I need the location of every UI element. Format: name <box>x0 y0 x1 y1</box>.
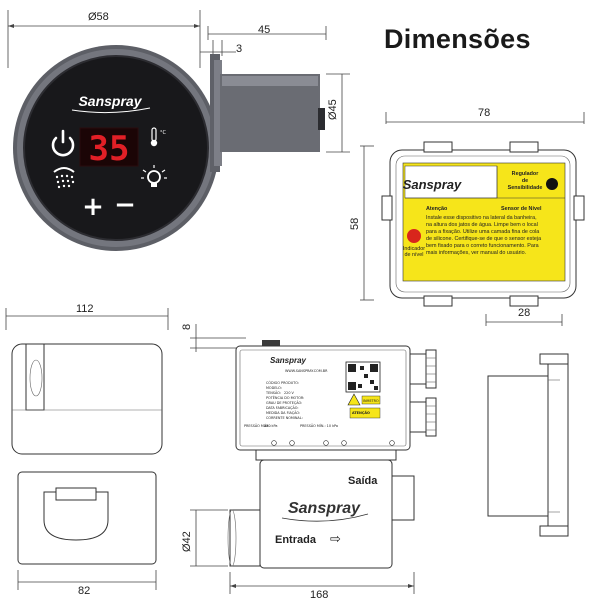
svg-text:°C: °C <box>160 130 167 136</box>
panel-front-view: Ø58 Sanspray 35 °C <box>7 10 219 251</box>
svg-text:para a fixação. Utilize uma ca: para a fixação. Utilize uma camada fina … <box>426 229 539 235</box>
sensitivity-regulator[interactable] <box>546 178 558 190</box>
dim-pump-top: 8 <box>181 324 193 330</box>
sensor-brand-logo: Sanspray <box>403 177 462 192</box>
dim-panel-diameter: Ø58 <box>88 11 109 23</box>
jets-icon[interactable] <box>53 167 75 189</box>
dim-panel-body-diameter: Ø45 <box>327 99 339 120</box>
sensor-title: Sensor de Nível <box>501 206 542 212</box>
svg-text:de silicone. Certifique-se de: de silicone. Certifique-se de que o sens… <box>426 236 541 242</box>
svg-text:DATA FABRICAÇÃO:: DATA FABRICAÇÃO: <box>266 405 298 410</box>
pump-main-view: 8 Sanspray WWW.SANSPRAY.COM.BR CÓDIGO PR… <box>181 324 437 600</box>
dim-sensor-depth: 28 <box>518 307 530 319</box>
panel-brand-logo: Sanspray <box>78 93 142 109</box>
dim-pump-height: 112 <box>76 303 94 315</box>
sensor-box-view: 78 58 Sanspray Regulador de Sensibilidad… <box>349 107 585 307</box>
svg-text:Indicador: Indicador <box>403 246 425 252</box>
dim-pump-width: 82 <box>78 585 90 597</box>
svg-text:Instale esse dispositivo na la: Instale esse dispositivo na lateral da b… <box>426 215 537 221</box>
svg-text:300 kPa: 300 kPa <box>264 424 277 428</box>
svg-text:de nível: de nível <box>405 252 424 258</box>
svg-text:CÓDIGO PRODUTO:: CÓDIGO PRODUTO: <box>266 380 299 385</box>
cable-glands <box>409 349 437 437</box>
dim-sensor-height: 58 <box>349 218 361 230</box>
page-title: Dimensões <box>384 24 531 54</box>
dim-panel-depth: 45 <box>258 24 270 36</box>
svg-text:PRESSÃO MÁX.:: PRESSÃO MÁX.: <box>244 423 271 428</box>
temperature-display <box>79 127 139 167</box>
svg-text:mais informações, ver manual d: mais informações, ver manual do usuário. <box>426 250 526 256</box>
sensor-side-view: 28 <box>485 307 569 537</box>
svg-text:GRAU DE PROTEÇÃO:: GRAU DE PROTEÇÃO: <box>266 400 302 405</box>
svg-text:220 V: 220 V <box>284 391 295 395</box>
instructions-text: Instale esse dispositivo na lateral da b… <box>426 215 541 256</box>
svg-text:INMETRO: INMETRO <box>363 399 379 403</box>
svg-text:PRESSÃO MÍN.: 10 kPa: PRESSÃO MÍN.: 10 kPa <box>300 423 338 428</box>
dim-panel-flange: 3 <box>236 43 242 55</box>
svg-text:Sensibilidade: Sensibilidade <box>508 185 543 191</box>
pump-top-brand: Sanspray <box>270 356 307 365</box>
product-label: CÓDIGO PRODUTO: MODELO: TENSÃO: 220 V PO… <box>244 380 338 428</box>
svg-text:TENSÃO:: TENSÃO: <box>265 390 281 395</box>
svg-text:WWW.SANSPRAY.COM.BR: WWW.SANSPRAY.COM.BR <box>285 369 328 373</box>
svg-text:bem fixado para o correto func: bem fixado para o correto funcionamento.… <box>426 243 539 249</box>
svg-text:Regulador: Regulador <box>512 171 540 177</box>
minus-button[interactable]: − <box>114 190 136 220</box>
svg-text:MODELO:: MODELO: <box>266 386 282 390</box>
outlet-pipe <box>391 475 415 521</box>
warning-icon <box>347 393 361 406</box>
display-value: 35 <box>89 129 130 169</box>
pump-end-view: 112 82 <box>5 303 169 597</box>
level-indicator-led <box>407 229 421 243</box>
control-box-screws <box>271 440 395 446</box>
flow-arrow-icon: ⇨ <box>330 532 341 547</box>
control-box <box>235 345 411 451</box>
dim-sensor-width: 78 <box>478 107 490 119</box>
inlet-pipe <box>229 509 261 567</box>
thermometer-icon: °C <box>150 127 167 147</box>
panel-side-view: 45 3 Ø45 <box>200 24 350 172</box>
svg-text:POTÊNCIA DO MOTOR:: POTÊNCIA DO MOTOR: <box>266 395 304 400</box>
svg-text:na altura dos jatos de água. L: na altura dos jatos de água. Limpe bem o… <box>426 222 538 228</box>
light-bulb-icon[interactable] <box>141 165 167 187</box>
svg-text:CORRENTE NOMINAL:: CORRENTE NOMINAL: <box>266 416 303 420</box>
dim-pump-pipe-diameter: Ø42 <box>181 531 193 552</box>
outlet-label: Saída <box>348 475 378 487</box>
svg-text:MEDIDA DA FIAÇÃO:: MEDIDA DA FIAÇÃO: <box>266 410 300 415</box>
power-icon[interactable] <box>51 129 75 157</box>
attention-title: Atenção <box>426 206 448 212</box>
plus-button[interactable]: + <box>82 192 104 222</box>
pump-brand-logo: Sanspray <box>288 500 361 517</box>
inlet-label: Entrada <box>275 534 317 546</box>
svg-text:de: de <box>522 178 528 184</box>
dim-pump-length: 168 <box>310 589 328 600</box>
svg-text:ATENÇÃO: ATENÇÃO <box>352 410 370 415</box>
